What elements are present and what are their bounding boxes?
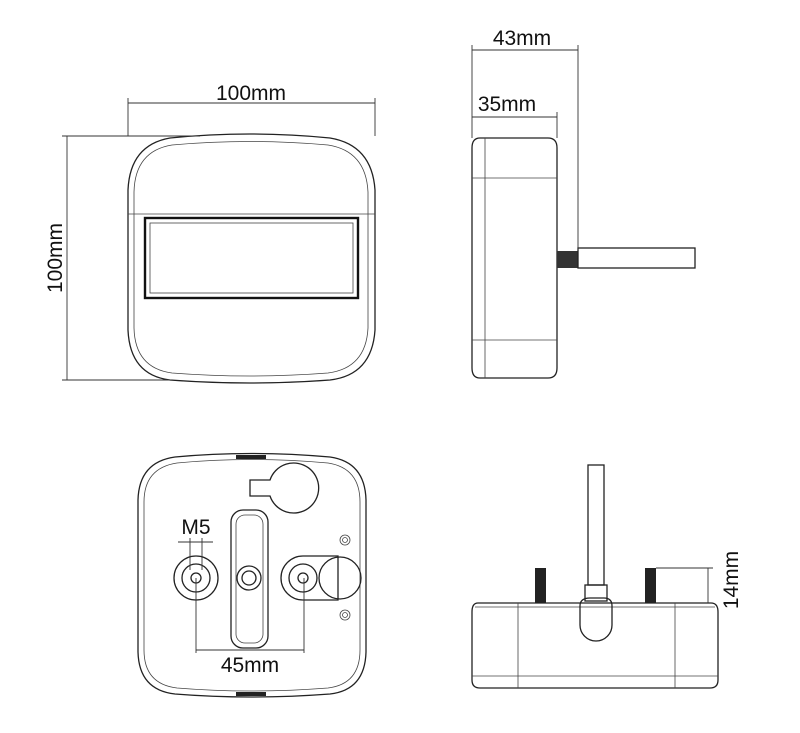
rear-view: M5 45mm xyxy=(137,452,367,698)
side-view: 43mm 35mm xyxy=(471,27,696,379)
mounting-stud xyxy=(557,251,578,268)
height-dimension-label: 100mm xyxy=(44,223,67,293)
light-window xyxy=(143,216,360,300)
total-depth-label: 43mm xyxy=(493,27,551,50)
stud-spacing-label: 45mm xyxy=(221,654,279,677)
bottom-view: 14mm xyxy=(471,464,743,689)
width-dimension-label: 100mm xyxy=(216,82,286,105)
front-view: 100mm 100mm xyxy=(44,82,376,384)
stud-length-label: 14mm xyxy=(720,551,743,609)
body-depth-label: 35mm xyxy=(478,93,536,116)
thread-size-label: M5 xyxy=(181,516,210,539)
